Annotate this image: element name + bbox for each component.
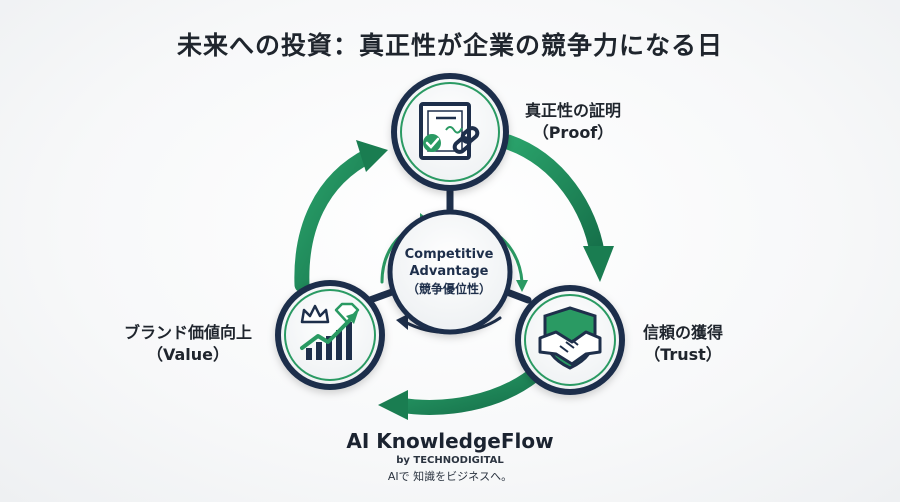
certificate-chain-icon xyxy=(419,102,480,160)
node-value xyxy=(275,280,385,390)
page-title: 未来への投資：真正性が企業の競争力になる日 xyxy=(176,31,723,60)
center-label: Competitive Advantage （競争優位性） xyxy=(384,246,514,298)
arrow-value-to-proof xyxy=(294,147,378,293)
center-label-ja: （競争優位性） xyxy=(406,282,491,296)
inner-arrowhead-right xyxy=(516,280,528,292)
brand-block: AI KnowledgeFlow by TECHNODIGITAL AIで 知識… xyxy=(0,428,900,486)
arrow-proof-to-trust xyxy=(500,134,605,260)
label-trust: 信頼の獲得 （Trust） xyxy=(618,322,748,366)
label-value: ブランド価値向上 （Value） xyxy=(108,322,268,366)
crown-diamond-growth-chart-icon xyxy=(300,302,360,360)
connector-value xyxy=(366,288,396,304)
label-trust-sub: （Trust） xyxy=(644,345,722,364)
handshake-shield-icon xyxy=(538,306,602,370)
arrowhead-proof xyxy=(356,140,388,172)
brand-name: AI KnowledgeFlow xyxy=(346,429,554,453)
label-value-title: ブランド価値向上 xyxy=(123,323,252,342)
arrow-heads xyxy=(356,140,614,420)
label-proof-title: 真正性の証明 xyxy=(524,101,621,120)
label-proof: 真正性の証明 （Proof） xyxy=(508,100,638,144)
arrow-trust-to-value xyxy=(392,362,548,415)
inner-arrowhead-bottom xyxy=(396,314,408,330)
connector-trust xyxy=(503,288,532,304)
cycle-arrows xyxy=(294,134,605,415)
brand-tagline: AIで 知識をビジネスへ。 xyxy=(387,470,513,483)
label-value-sub: （Value） xyxy=(146,345,230,364)
center-node xyxy=(387,209,513,335)
arrowhead-trust xyxy=(583,246,614,282)
arrowhead-value xyxy=(378,390,408,420)
brand-by: by TECHNODIGITAL xyxy=(396,455,504,466)
label-proof-sub: （Proof） xyxy=(532,123,614,142)
center-label-en: Competitive Advantage xyxy=(404,247,494,279)
label-trust-title: 信頼の獲得 xyxy=(642,323,723,342)
